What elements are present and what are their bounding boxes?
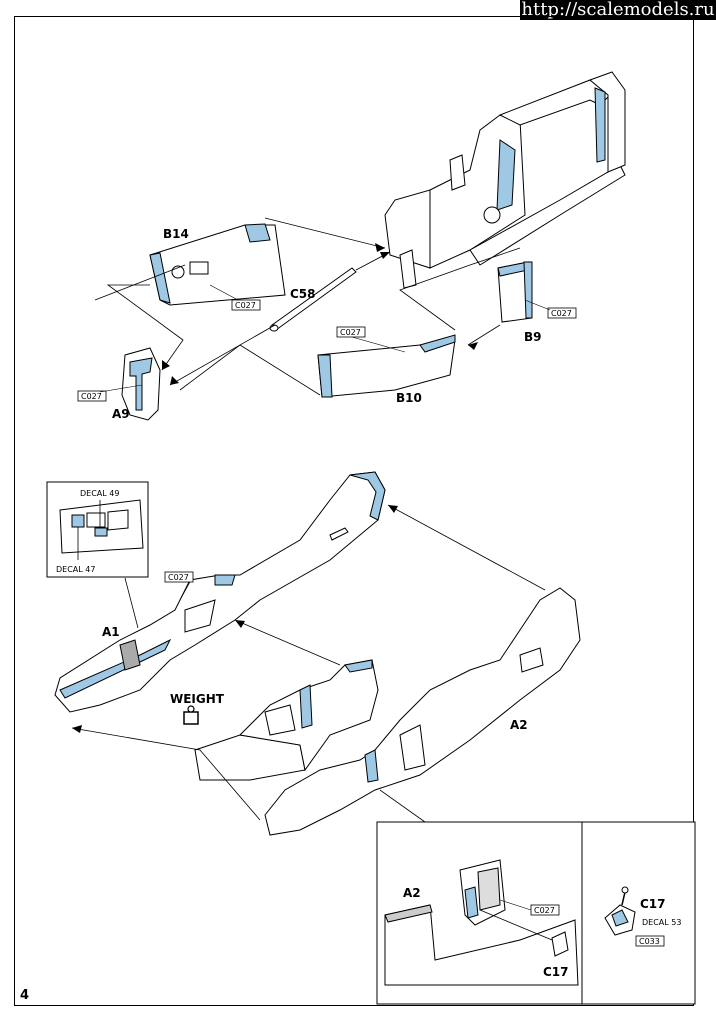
- part-a2: [264, 587, 581, 836]
- code-a9: C027: [81, 392, 102, 401]
- code-a1: C027: [168, 573, 189, 582]
- part-b10: [317, 334, 456, 398]
- cockpit-assembly: [194, 659, 379, 781]
- page-frame: [14, 16, 694, 1006]
- label-b9: B9: [524, 330, 542, 344]
- part-a9: [121, 347, 161, 421]
- label-b14: B14: [163, 227, 189, 241]
- arrow-heads-step1: [162, 243, 478, 385]
- watermark-url: http://scalemodels.ru: [520, 0, 716, 20]
- code-inset: C027: [534, 906, 555, 915]
- code-c17: C033: [639, 937, 660, 946]
- page-number: 4: [20, 988, 30, 1003]
- assembly-lines-step2: [71, 504, 546, 823]
- cockpit-tub: [384, 71, 626, 289]
- arrow-heads-step2: [72, 505, 398, 733]
- code-b9: C027: [551, 309, 572, 318]
- label-c58: C58: [290, 287, 316, 301]
- label-a2: A2: [510, 718, 528, 732]
- label-c17-inset: C17: [543, 965, 569, 979]
- label-b10: B10: [396, 391, 422, 405]
- decal-53-label: DECAL 53: [642, 918, 681, 927]
- label-a1: A1: [102, 625, 120, 639]
- label-a9: A9: [112, 407, 130, 421]
- a2-detail-drawing: [384, 859, 579, 986]
- label-a2-inset: A2: [403, 886, 421, 900]
- label-weight: WEIGHT: [170, 692, 225, 706]
- part-a1: [54, 471, 386, 713]
- weight-icon: [183, 705, 199, 725]
- c17-detail-drawing: [604, 886, 636, 936]
- decal-detail-drawing: [59, 499, 144, 560]
- part-b9: [497, 261, 533, 323]
- decal-49-label: DECAL 49: [80, 489, 119, 498]
- c17-detail-box: [581, 821, 696, 1005]
- label-c17: C17: [640, 897, 666, 911]
- part-b14: [149, 223, 286, 306]
- code-leaders: [99, 284, 551, 911]
- code-b14: C027: [235, 301, 256, 310]
- assembly-lines-step1: [94, 217, 521, 396]
- decal-47-label: DECAL 47: [56, 565, 95, 574]
- code-b10: C027: [340, 328, 361, 337]
- color-code-boxes: C027 C027 C027 C027 C027 C027 C033: [77, 299, 665, 947]
